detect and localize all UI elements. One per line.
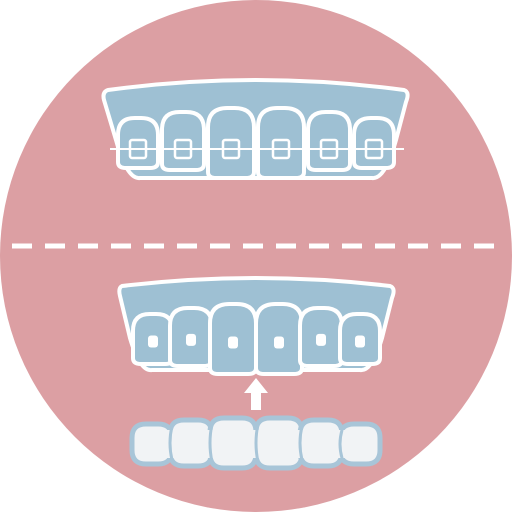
aligner-tray-separator	[338, 428, 344, 460]
aligner-upper-jaw	[117, 276, 396, 376]
attachments-group	[148, 333, 365, 349]
brackets-group	[128, 138, 384, 160]
bracket	[271, 138, 291, 160]
attachment	[274, 336, 284, 349]
aligner-tray-separator	[168, 424, 174, 462]
aligner-tray-separator	[208, 422, 214, 464]
attachment	[355, 335, 365, 348]
attachment	[316, 333, 326, 346]
attachment	[148, 335, 158, 348]
bracket	[364, 138, 384, 160]
bracket	[319, 138, 339, 160]
aligner-tray-separator	[254, 422, 260, 464]
up-arrow-icon	[244, 378, 268, 410]
aligner-tray-separator	[298, 424, 304, 462]
bracket	[128, 138, 148, 160]
braces-upper-jaw	[101, 78, 410, 181]
clear-aligner-tray	[129, 415, 383, 471]
attachment	[228, 336, 238, 349]
bracket	[173, 138, 193, 160]
bracket	[221, 138, 241, 160]
attachment	[186, 333, 196, 346]
